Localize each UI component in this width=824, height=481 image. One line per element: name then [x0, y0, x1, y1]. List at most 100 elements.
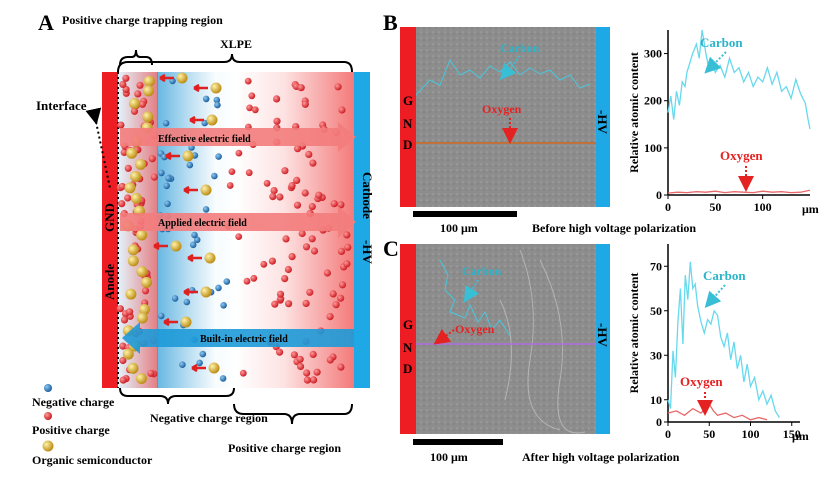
panel-b-label: B [383, 10, 398, 35]
scale-bar-c [413, 439, 503, 445]
organic-semiconductor [129, 98, 141, 109]
interface-pointer [85, 107, 111, 189]
negative-charge [211, 172, 218, 180]
negative-charge [189, 241, 197, 249]
positive-charge [130, 107, 139, 115]
positive-charge [310, 247, 319, 255]
effective-field-label: Effective electric field [158, 134, 251, 145]
positive-charge [270, 187, 278, 195]
negative-charge [215, 153, 222, 160]
organic-semiconductor [170, 240, 182, 252]
positive-charge [124, 194, 132, 202]
organic-semiconductor [180, 316, 192, 328]
panel-c-label: C [383, 236, 399, 261]
chart-b-oxygen-label: Oxygen [720, 148, 763, 163]
positive-charge [284, 265, 292, 274]
positive-charge [326, 356, 334, 364]
organic-semiconductor [138, 304, 150, 315]
positive-charge [330, 200, 338, 208]
positive-charge [332, 301, 340, 309]
positive-charge [302, 243, 311, 251]
hv-electrode-c [596, 244, 610, 434]
positive-charge [246, 104, 254, 112]
positive-charge [118, 200, 126, 208]
chart-c-oxygen-label: Oxygen [680, 374, 723, 389]
builtin-field-arrow [122, 322, 354, 354]
organic-semiconductor [176, 72, 188, 84]
legend-positive-label: Positive charge [32, 423, 110, 437]
organic-semiconductor [210, 82, 222, 94]
positive-charge [334, 83, 342, 91]
positive-charge [344, 243, 352, 251]
organic-semiconductor [182, 150, 194, 162]
positive-charge [281, 167, 289, 175]
gnd-label: GND [102, 203, 117, 232]
positive-charge [281, 275, 289, 283]
caption-b: Before high voltage polarization [532, 221, 696, 235]
positive-charge [245, 169, 253, 177]
positive-charge [260, 260, 268, 268]
positive-charge [120, 316, 129, 324]
positive-charge [248, 92, 256, 100]
positive-charge [326, 313, 334, 321]
y-tick-label: 300 [644, 47, 662, 61]
negative-charge [220, 302, 227, 309]
negative-charge [219, 375, 227, 382]
positive-charge [228, 168, 236, 176]
positive-charge [239, 369, 247, 377]
y-tick-label: 0 [656, 415, 662, 429]
organic-semiconductor [208, 362, 220, 374]
organic-semiconductor [125, 288, 137, 300]
negative-charge [215, 284, 222, 292]
negative-charge [223, 278, 231, 285]
positive-charge [296, 355, 304, 363]
y-tick-label: 200 [644, 94, 662, 108]
organic-semiconductor [136, 229, 148, 241]
positive-charge [276, 193, 284, 201]
cathode-electrode [354, 72, 370, 388]
sem-image-c [416, 244, 596, 434]
panel-c: C G N D -HV Carbon Oxygen 100 μm After h… [383, 236, 809, 464]
negative-charge [202, 95, 210, 103]
organic-semiconductor [142, 111, 154, 123]
legend-negative-marker [44, 384, 52, 392]
x-tick-label: 50 [703, 427, 715, 441]
positive-charge [294, 145, 302, 153]
gnd-d-b: D [403, 137, 412, 152]
positive-charge [134, 90, 142, 98]
migration-arrow [165, 151, 180, 161]
negative-charge [214, 101, 221, 109]
organic-semiconductor [206, 114, 218, 126]
sem-texture-streaks [499, 249, 586, 434]
caption-c: After high voltage polarization [522, 450, 680, 464]
negative-charge [186, 161, 194, 169]
positive-charge [124, 164, 132, 172]
organic-semiconductor [200, 184, 212, 196]
carbon-pointer-c [463, 279, 480, 303]
positive-charge [313, 368, 321, 376]
migration-arrow [153, 241, 168, 251]
positive-charge [273, 95, 281, 103]
x-tick-label: 100 [742, 427, 760, 441]
organic-semiconductor [122, 348, 134, 360]
interface-label: Interface [36, 98, 87, 113]
positive-charge [290, 351, 298, 359]
migration-arrow [187, 253, 202, 263]
positive-charge [306, 288, 314, 296]
x-tick-label: 0 [665, 427, 671, 441]
positive-charge [308, 203, 316, 211]
organic-semiconductor [127, 244, 139, 256]
y-tick-label: 30 [650, 348, 662, 362]
positive-charge [243, 277, 251, 285]
negative-charge [183, 298, 191, 306]
migration-arrow [159, 73, 174, 83]
organic-semiconductor [130, 192, 142, 204]
legend-positive-marker [44, 412, 52, 420]
positive-charge [305, 150, 313, 158]
positive-charge [293, 201, 302, 209]
oxygen-pointer-c [433, 328, 455, 345]
scale-label-b: 100 μm [440, 221, 478, 235]
negative-charge [158, 312, 165, 320]
positive-charge [302, 299, 310, 307]
